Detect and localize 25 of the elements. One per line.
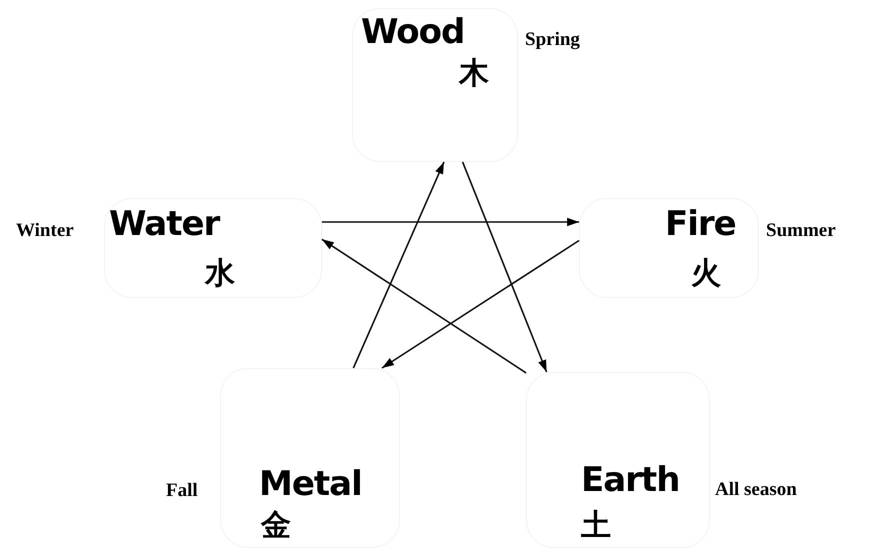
halo-background [526, 372, 710, 548]
element-name: Earth [581, 463, 680, 497]
element-name: Water [109, 207, 220, 241]
chinese-character: 木 [459, 59, 489, 89]
element-name: Metal [259, 467, 362, 501]
element-name: Fire [665, 207, 736, 241]
season-label: Fall [166, 481, 198, 500]
arrow [322, 218, 580, 226]
chinese-character: 火 [691, 259, 721, 289]
arrow [321, 238, 527, 374]
season-label: Winter [16, 221, 74, 240]
arrow [382, 240, 580, 369]
season-label: All season [715, 480, 797, 499]
season-label: Summer [766, 221, 836, 240]
chinese-character: 金 [261, 511, 291, 541]
halo-background [104, 198, 322, 298]
season-label: Spring [525, 30, 580, 49]
chinese-character: 水 [205, 259, 235, 289]
halo-background [220, 368, 400, 548]
arrow [462, 162, 548, 372]
element-name: Wood [361, 15, 464, 49]
chinese-character: 土 [581, 511, 611, 541]
arrow [352, 162, 445, 368]
halo-background [352, 8, 518, 162]
halo-background [579, 198, 759, 298]
